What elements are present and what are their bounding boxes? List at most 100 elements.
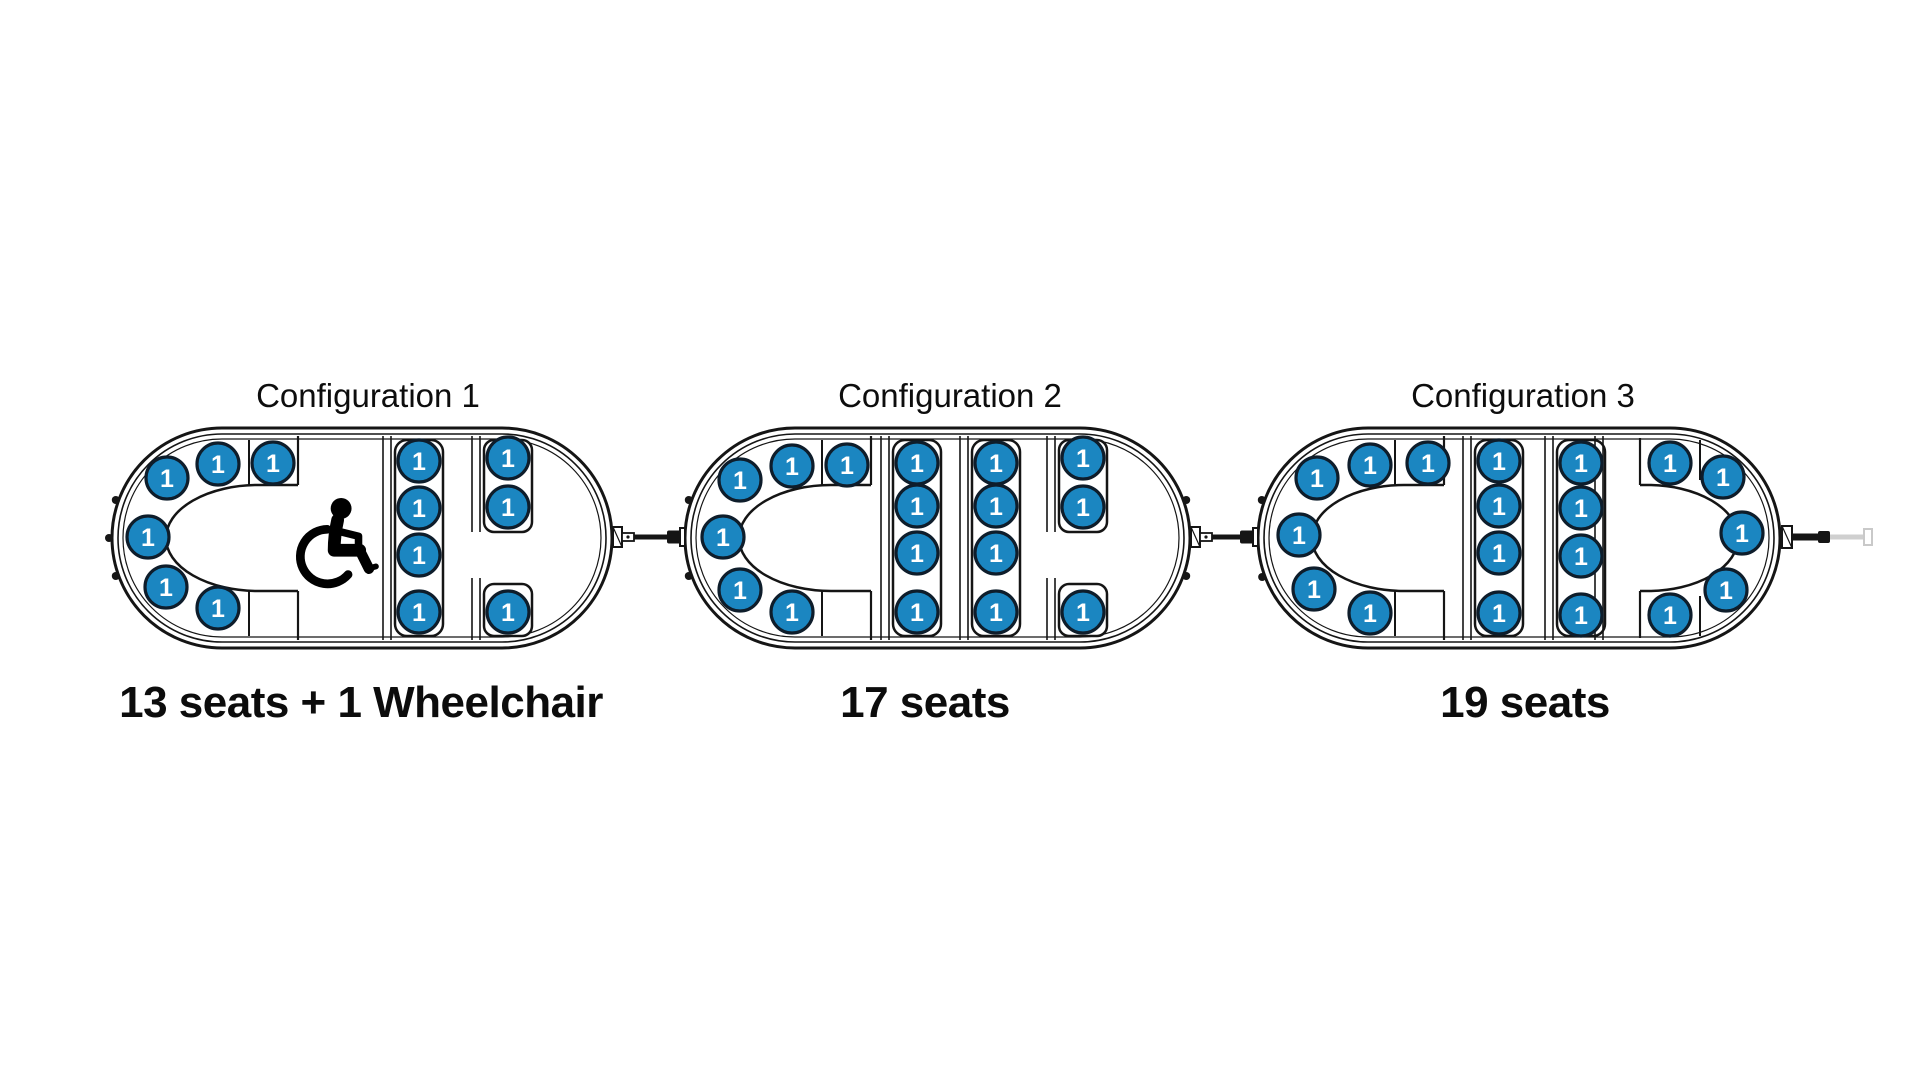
seat: 1	[973, 483, 1019, 529]
hull-knob	[684, 572, 693, 580]
seat-number: 1	[1716, 464, 1730, 492]
seat: 1	[894, 530, 940, 576]
coupler	[1190, 526, 1259, 548]
seat-number: 1	[1363, 452, 1377, 480]
seat: 1	[396, 438, 442, 484]
seat: 1	[195, 585, 241, 631]
seat: 1	[1558, 485, 1604, 531]
seat-number: 1	[1574, 602, 1588, 630]
seat-number: 1	[1719, 577, 1733, 605]
seat: 1	[894, 483, 940, 529]
seat: 1	[1405, 440, 1451, 486]
seat: 1	[717, 457, 763, 503]
seat-number: 1	[412, 599, 426, 627]
seat-number: 1	[1574, 495, 1588, 523]
seat: 1	[396, 589, 442, 635]
seat-number: 1	[1310, 465, 1324, 493]
seat: 1	[396, 485, 442, 531]
seat: 1	[973, 589, 1019, 635]
seat: 1	[1558, 533, 1604, 579]
seat: 1	[1647, 440, 1693, 486]
seat: 1	[1558, 440, 1604, 486]
seat-number: 1	[211, 451, 225, 479]
seat: 1	[973, 530, 1019, 576]
hull-knob	[1182, 496, 1191, 504]
seat-number: 1	[910, 493, 924, 521]
seat-number: 1	[1735, 520, 1749, 548]
seat-number: 1	[785, 599, 799, 627]
seat: 1	[195, 441, 241, 487]
seat: 1	[250, 440, 296, 486]
seat-number: 1	[160, 465, 174, 493]
seat: 1	[125, 514, 171, 560]
seat-number: 1	[412, 495, 426, 523]
seat: 1	[1476, 483, 1522, 529]
seat-number: 1	[141, 524, 155, 552]
seat-number: 1	[910, 599, 924, 627]
seat: 1	[894, 589, 940, 635]
seat: 1	[1276, 512, 1322, 558]
seat-number: 1	[159, 574, 173, 602]
seat: 1	[485, 484, 531, 530]
seat: 1	[1476, 530, 1522, 576]
seat: 1	[396, 532, 442, 578]
seat: 1	[717, 567, 763, 613]
seat: 1	[894, 440, 940, 486]
seat-number: 1	[1663, 602, 1677, 630]
seat: 1	[1060, 484, 1106, 530]
seat: 1	[485, 589, 531, 635]
seat-number: 1	[1076, 494, 1090, 522]
seat: 1	[1476, 590, 1522, 636]
seat: 1	[1700, 454, 1746, 500]
seat: 1	[1347, 442, 1393, 488]
config-1-caption: 13 seats + 1 Wheelchair	[119, 678, 603, 727]
seat-number: 1	[266, 450, 280, 478]
tow-hitch	[1781, 525, 1873, 549]
config-2-caption: 17 seats	[840, 678, 1010, 727]
seat-number: 1	[211, 595, 225, 623]
seat-number: 1	[1663, 450, 1677, 478]
hull-knob	[1182, 572, 1191, 580]
seat-number: 1	[1492, 540, 1506, 568]
hull-knob	[684, 496, 693, 504]
coupler	[612, 526, 686, 548]
seat-number: 1	[1307, 576, 1321, 604]
seat: 1	[143, 564, 189, 610]
seat-number: 1	[733, 467, 747, 495]
seat: 1	[769, 589, 815, 635]
seat-number: 1	[412, 542, 426, 570]
hull-knob	[1257, 496, 1266, 504]
seat: 1	[1347, 590, 1393, 636]
seat: 1	[1476, 438, 1522, 484]
seat-number: 1	[1574, 450, 1588, 478]
seat: 1	[1060, 589, 1106, 635]
seat: 1	[1703, 567, 1749, 613]
seat-number: 1	[412, 448, 426, 476]
seat-number: 1	[1492, 600, 1506, 628]
hull-knob	[111, 572, 120, 580]
config-3-title: Configuration 3	[1411, 377, 1635, 414]
seat-number: 1	[501, 599, 515, 627]
seat: 1	[1291, 566, 1337, 612]
config-2-title: Configuration 2	[838, 377, 1062, 414]
seat-number: 1	[989, 599, 1003, 627]
seat-number: 1	[910, 540, 924, 568]
seat-number: 1	[1574, 543, 1588, 571]
seat-number: 1	[785, 453, 799, 481]
seat-number: 1	[1492, 493, 1506, 521]
seat: 1	[769, 443, 815, 489]
seat-number: 1	[1492, 448, 1506, 476]
seat: 1	[1294, 455, 1340, 501]
seat-number: 1	[716, 524, 730, 552]
seat-number: 1	[1292, 522, 1306, 550]
seat: 1	[485, 435, 531, 481]
config-1-title: Configuration 1	[256, 377, 480, 414]
seat-number: 1	[1363, 600, 1377, 628]
seat-number: 1	[1076, 445, 1090, 473]
seat: 1	[1719, 510, 1765, 556]
config-3-caption: 19 seats	[1440, 678, 1610, 727]
